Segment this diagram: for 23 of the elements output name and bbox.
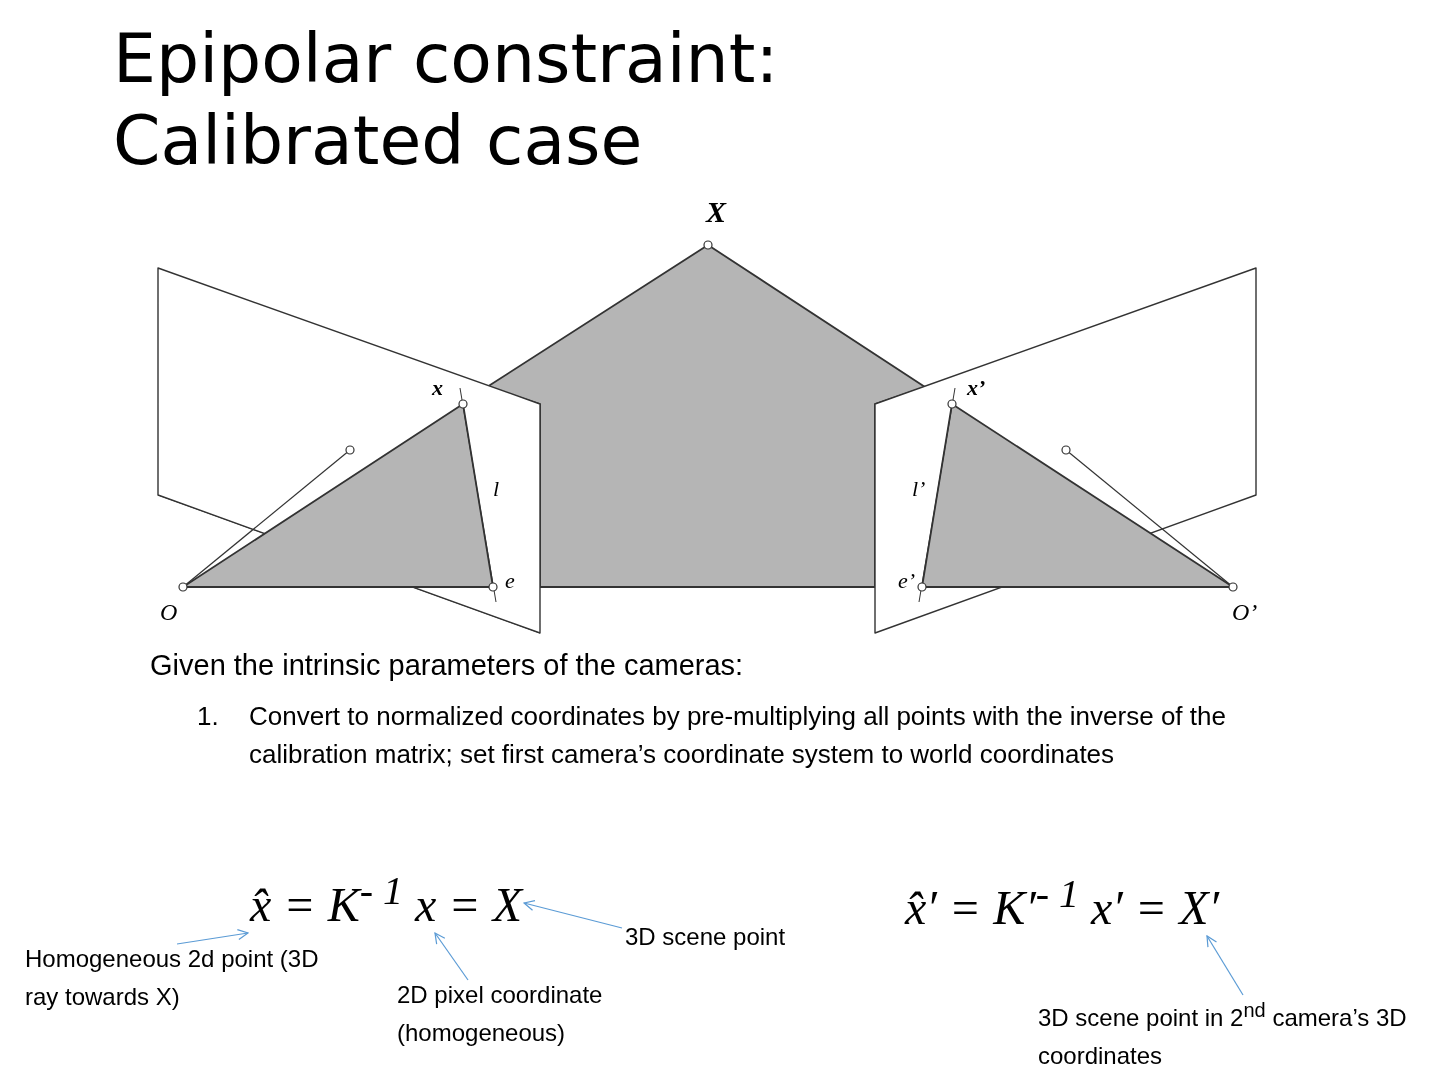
point-label: e’ [898,568,916,593]
leader-line [176,929,249,945]
line-label: l’ [912,476,926,501]
slide-title: Epipolar constraint: Calibrated case [113,18,780,182]
leader-line [434,932,469,981]
formula: x̂ = K$^{- 1}$ x = X [250,865,523,931]
formula: x̂′ = K′$^{- 1}$ x′ = X′ [905,868,1220,934]
annotation-text: 2D pixel coordinate (homogeneous) [397,976,677,1052]
annotation-text: Homogeneous 2d point (3D ray towards X) [25,940,345,1016]
intro-text: Given the intrinsic parameters of the cameras: [150,648,744,683]
line-label: l [493,476,500,501]
leader-line [523,900,623,929]
leader-line [1206,935,1244,996]
point-label: x’ [967,375,986,400]
list-item-text: Convert to normalized coordinates by pre-multiplying all points with the inverse of the calibration matrix; set first camera’s coordinate system to world coordinates [249,700,1227,771]
point-label: O’ [1232,599,1258,625]
list-number: 1. [197,700,219,733]
point-label: e [505,568,515,593]
annotation-text: 3D scene point [625,918,825,956]
point-label: x [432,375,443,400]
annotation-text: 3D scene point in 2$^{nd}$ camera’s 3D coordinates [1038,991,1433,1075]
point-label: O [160,599,178,625]
point-label: X [706,195,726,228]
